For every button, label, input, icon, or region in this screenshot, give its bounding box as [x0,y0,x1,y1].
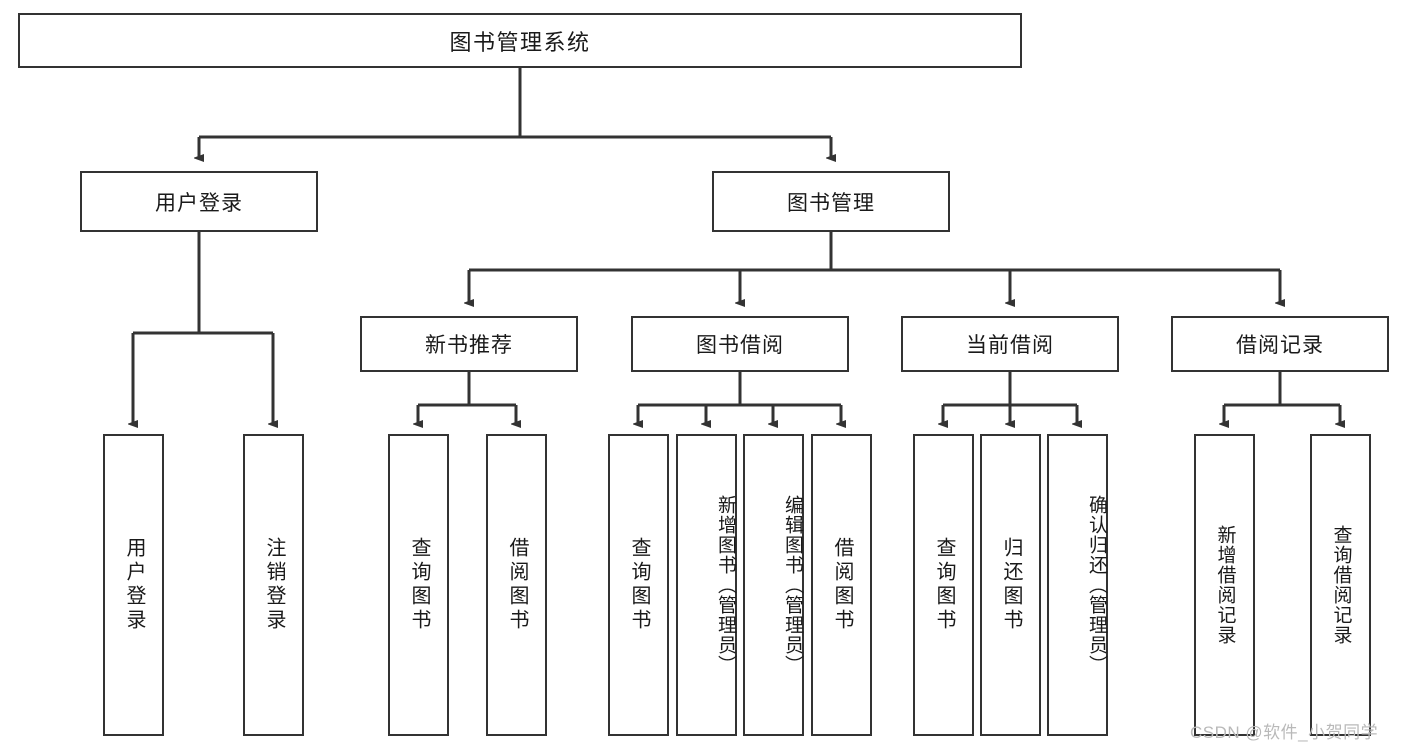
node-borrow-record[interactable]: 借阅记录 [1171,316,1389,372]
node-leaf-query-book-1[interactable]: 查询图书 [388,434,449,736]
node-leaf-query-book-2[interactable]: 查询图书 [608,434,669,736]
node-user-login-label: 用户登录 [155,191,243,215]
node-leaf-add-book[interactable]: 新增图书（管理员） [676,434,737,736]
node-new-book-rec[interactable]: 新书推荐 [360,316,578,372]
node-leaf-borrow-book-2[interactable]: 借阅图书 [811,434,872,736]
node-leaf-borrow-book-1-label: 借阅图书 [506,537,528,633]
node-root-label: 图书管理系统 [449,29,591,55]
node-current-borrow-label: 当前借阅 [966,334,1054,357]
node-user-login[interactable]: 用户登录 [80,171,318,232]
node-leaf-confirm-return[interactable]: 确认归还（管理员） [1047,434,1108,736]
node-leaf-borrow-book-1[interactable]: 借阅图书 [486,434,547,736]
node-leaf-add-record-label: 新增借阅记录 [1214,525,1236,645]
node-leaf-user-login[interactable]: 用户登录 [103,434,164,736]
csdn-watermark: CSDN @软件_小贺同学 [1190,723,1379,742]
node-new-book-rec-label: 新书推荐 [425,334,513,357]
node-leaf-query-book-2-label: 查询图书 [628,537,650,633]
node-leaf-return-book[interactable]: 归还图书 [980,434,1041,736]
node-book-borrow[interactable]: 图书借阅 [631,316,849,372]
node-leaf-edit-book[interactable]: 编辑图书（管理员） [743,434,804,736]
node-leaf-edit-book-label: 编辑图书（管理员） [782,495,803,675]
node-current-borrow[interactable]: 当前借阅 [901,316,1119,372]
node-book-manage[interactable]: 图书管理 [712,171,950,232]
node-leaf-borrow-book-2-label: 借阅图书 [831,537,853,633]
node-leaf-query-book-1-label: 查询图书 [408,537,430,633]
node-leaf-confirm-return-label: 确认归还（管理员） [1086,495,1107,675]
node-leaf-query-book-3-label: 查询图书 [933,537,955,633]
node-book-manage-label: 图书管理 [787,191,875,215]
node-borrow-record-label: 借阅记录 [1236,334,1324,357]
node-book-borrow-label: 图书借阅 [696,334,784,357]
node-leaf-user-login-label: 用户登录 [123,537,145,633]
node-leaf-add-book-label: 新增图书（管理员） [715,495,736,675]
node-root[interactable]: 图书管理系统 [18,13,1022,68]
node-leaf-add-record[interactable]: 新增借阅记录 [1194,434,1255,736]
node-leaf-user-logout[interactable]: 注销登录 [243,434,304,736]
node-leaf-query-record-label: 查询借阅记录 [1330,525,1352,645]
node-leaf-query-record[interactable]: 查询借阅记录 [1310,434,1371,736]
node-leaf-query-book-3[interactable]: 查询图书 [913,434,974,736]
node-leaf-user-logout-label: 注销登录 [263,537,285,633]
node-leaf-return-book-label: 归还图书 [1000,537,1022,633]
